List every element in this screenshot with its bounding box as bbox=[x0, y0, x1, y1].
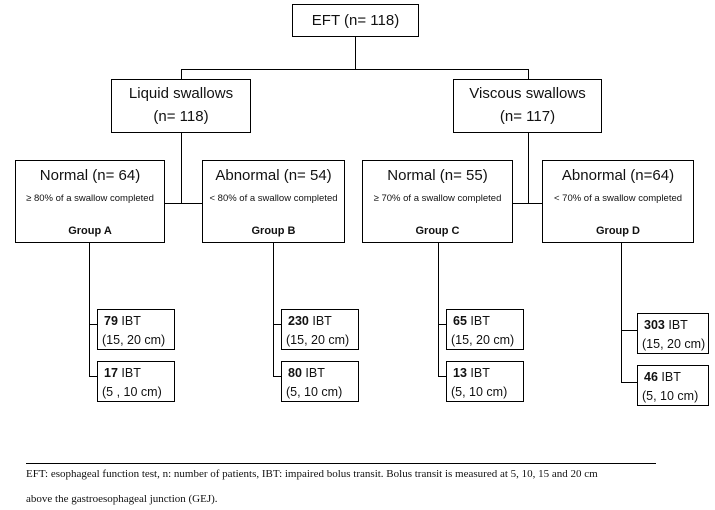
group-d-name: Group D bbox=[596, 225, 640, 237]
ibt-a-upper-unit: IBT bbox=[121, 314, 141, 328]
group-a-criterion: ≥ 80% of a swallow completed bbox=[26, 193, 154, 204]
group-b-name: Group B bbox=[251, 225, 296, 237]
liquid-swallows-title: Liquid swallows bbox=[128, 85, 234, 102]
group-a-box: Normal (n= 64) ≥ 80% of a swallow comple… bbox=[15, 160, 165, 243]
ibt-d-lower-unit: IBT bbox=[661, 370, 681, 384]
group-b-title: Abnormal (n= 54) bbox=[215, 167, 332, 184]
ibt-b-upper-box: 230 IBT (15, 20 cm) bbox=[281, 309, 359, 350]
group-d-box: Abnormal (n=64) < 70% of a swallow compl… bbox=[542, 160, 694, 243]
connector-top-horizontal bbox=[181, 69, 529, 70]
connector-b-lower bbox=[273, 376, 281, 377]
footnote-line-2: above the gastroesophageal junction (GEJ… bbox=[26, 493, 218, 505]
connector-b-upper bbox=[273, 324, 281, 325]
ibt-d-upper-range: (15, 20 cm) bbox=[642, 337, 706, 351]
group-b-box: Abnormal (n= 54) < 80% of a swallow comp… bbox=[202, 160, 345, 243]
eft-root-label: EFT (n= 118) bbox=[311, 12, 400, 29]
ibt-b-upper-range: (15, 20 cm) bbox=[286, 333, 350, 347]
group-a-name: Group A bbox=[68, 225, 112, 237]
ibt-b-lower-range: (5, 10 cm) bbox=[286, 385, 343, 399]
ibt-d-upper-unit: IBT bbox=[668, 318, 688, 332]
connector-b-vertical bbox=[273, 243, 274, 377]
group-a-title: Normal (n= 64) bbox=[39, 167, 141, 184]
footnote-divider bbox=[26, 463, 656, 464]
ibt-c-lower-count: 13 bbox=[453, 366, 467, 380]
group-c-name: Group C bbox=[415, 225, 460, 237]
connector-c-vertical bbox=[438, 243, 439, 377]
liquid-swallows-count: (n= 118) bbox=[153, 108, 209, 125]
ibt-c-upper-box: 65 IBT (15, 20 cm) bbox=[446, 309, 524, 350]
ibt-a-upper-box: 79 IBT (15, 20 cm) bbox=[97, 309, 175, 350]
ibt-a-lower-unit: IBT bbox=[121, 366, 141, 380]
connector-viscous-down bbox=[528, 133, 529, 204]
connector-c-lower bbox=[438, 376, 446, 377]
connector-a-lower bbox=[89, 376, 97, 377]
connector-viscous-up bbox=[528, 69, 529, 79]
group-c-box: Normal (n= 55) ≥ 70% of a swallow comple… bbox=[362, 160, 513, 243]
group-d-criterion: < 70% of a swallow completed bbox=[553, 193, 683, 204]
connector-cd-horizontal bbox=[513, 203, 543, 204]
viscous-swallows-title: Viscous swallows bbox=[469, 85, 586, 102]
ibt-d-upper-box: 303 IBT (15, 20 cm) bbox=[637, 313, 709, 354]
connector-d-vertical bbox=[621, 243, 622, 383]
connector-ab-horizontal bbox=[165, 203, 203, 204]
group-c-criterion: ≥ 70% of a swallow completed bbox=[373, 193, 502, 204]
ibt-c-upper-range: (15, 20 cm) bbox=[451, 333, 515, 347]
ibt-a-lower-count: 17 bbox=[104, 366, 118, 380]
viscous-swallows-count: (n= 117) bbox=[499, 108, 556, 125]
ibt-c-lower-unit: IBT bbox=[470, 366, 490, 380]
ibt-a-lower-range: (5 , 10 cm) bbox=[102, 385, 162, 399]
ibt-a-lower-box: 17 IBT (5 , 10 cm) bbox=[97, 361, 175, 402]
connector-d-upper bbox=[621, 330, 637, 331]
ibt-b-lower-count: 80 bbox=[288, 366, 302, 380]
ibt-a-upper-range: (15, 20 cm) bbox=[102, 333, 166, 347]
connector-root-down bbox=[355, 37, 356, 69]
ibt-d-lower-box: 46 IBT (5, 10 cm) bbox=[637, 365, 709, 406]
connector-a-upper bbox=[89, 324, 97, 325]
connector-liquid-up bbox=[181, 69, 182, 79]
ibt-c-upper-unit: IBT bbox=[470, 314, 490, 328]
ibt-b-lower-unit: IBT bbox=[305, 366, 325, 380]
ibt-c-lower-range: (5, 10 cm) bbox=[451, 385, 508, 399]
group-d-title: Abnormal (n=64) bbox=[561, 167, 675, 184]
ibt-b-upper-unit: IBT bbox=[312, 314, 332, 328]
ibt-d-upper-count: 303 bbox=[644, 318, 665, 332]
ibt-c-upper-count: 65 bbox=[453, 314, 467, 328]
connector-d-lower bbox=[621, 382, 637, 383]
viscous-swallows-box: Viscous swallows (n= 117) bbox=[453, 79, 602, 133]
ibt-c-lower-box: 13 IBT (5, 10 cm) bbox=[446, 361, 524, 402]
ibt-a-upper-count: 79 bbox=[104, 314, 118, 328]
liquid-swallows-box: Liquid swallows (n= 118) bbox=[111, 79, 251, 133]
ibt-d-lower-range: (5, 10 cm) bbox=[642, 389, 699, 403]
connector-liquid-down bbox=[181, 133, 182, 204]
connector-a-vertical bbox=[89, 243, 90, 377]
connector-c-upper bbox=[438, 324, 446, 325]
ibt-d-lower-count: 46 bbox=[644, 370, 658, 384]
group-c-title: Normal (n= 55) bbox=[387, 167, 488, 184]
group-b-criterion: < 80% of a swallow completed bbox=[209, 193, 338, 204]
footnote-line-1: EFT: esophageal function test, n: number… bbox=[26, 468, 598, 480]
ibt-b-upper-count: 230 bbox=[288, 314, 309, 328]
ibt-b-lower-box: 80 IBT (5, 10 cm) bbox=[281, 361, 359, 402]
eft-root-box: EFT (n= 118) bbox=[292, 4, 419, 37]
